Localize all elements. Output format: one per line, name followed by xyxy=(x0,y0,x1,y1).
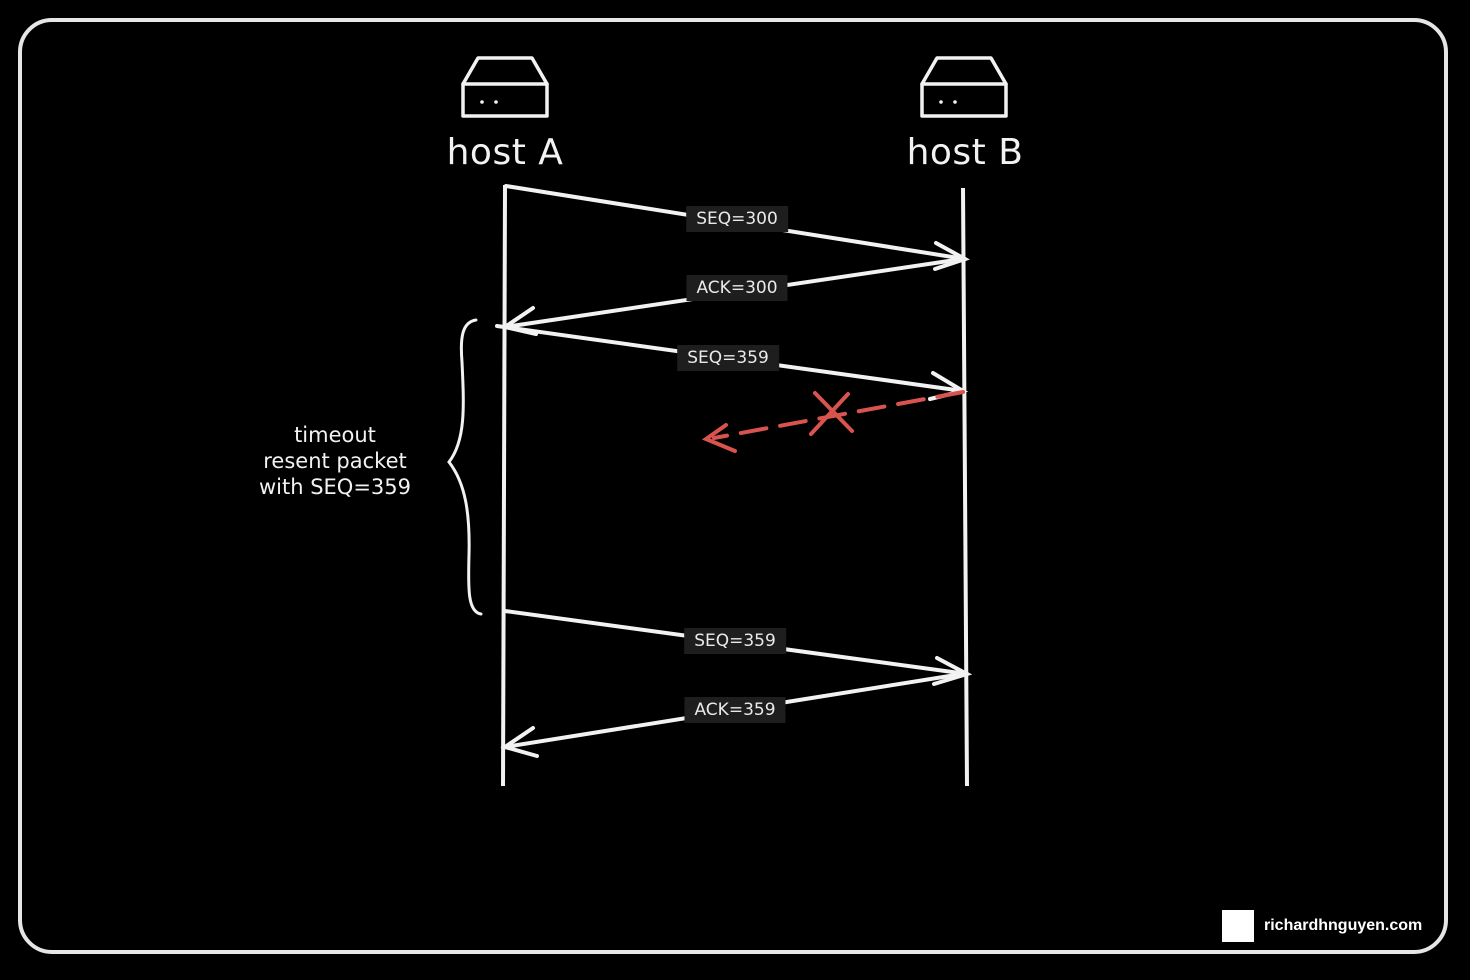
timeout-brace-icon xyxy=(447,318,483,616)
annotation-line: with SEQ=359 xyxy=(258,475,412,499)
annotation-line: resent packet xyxy=(263,449,407,473)
message-label-seq-359-resent: SEQ=359 xyxy=(684,628,786,654)
diagram-frame xyxy=(18,18,1448,954)
message-label-ack-359: ACK=359 xyxy=(684,697,786,723)
server-icon xyxy=(920,56,1008,118)
message-label-seq-359: SEQ=359 xyxy=(677,345,779,371)
lifeline-host-b xyxy=(961,187,969,787)
lifeline-host-a xyxy=(501,184,507,787)
brand-logo-icon xyxy=(1222,910,1254,942)
brand-watermark: richardhnguyen.com xyxy=(1222,910,1422,942)
host-a-label: host A xyxy=(446,132,564,173)
brand-text: richardhnguyen.com xyxy=(1264,917,1423,934)
message-label-seq-300: SEQ=300 xyxy=(686,206,788,232)
lost-mark-icon xyxy=(809,391,854,436)
host-b-label: host B xyxy=(906,132,1024,173)
timeout-annotation: timeout resent packet with SEQ=359 xyxy=(240,422,430,500)
lost-message-arrow xyxy=(701,390,965,453)
annotation-line: timeout xyxy=(294,423,376,447)
message-label-ack-300: ACK=300 xyxy=(686,275,788,301)
server-icon xyxy=(461,56,549,118)
